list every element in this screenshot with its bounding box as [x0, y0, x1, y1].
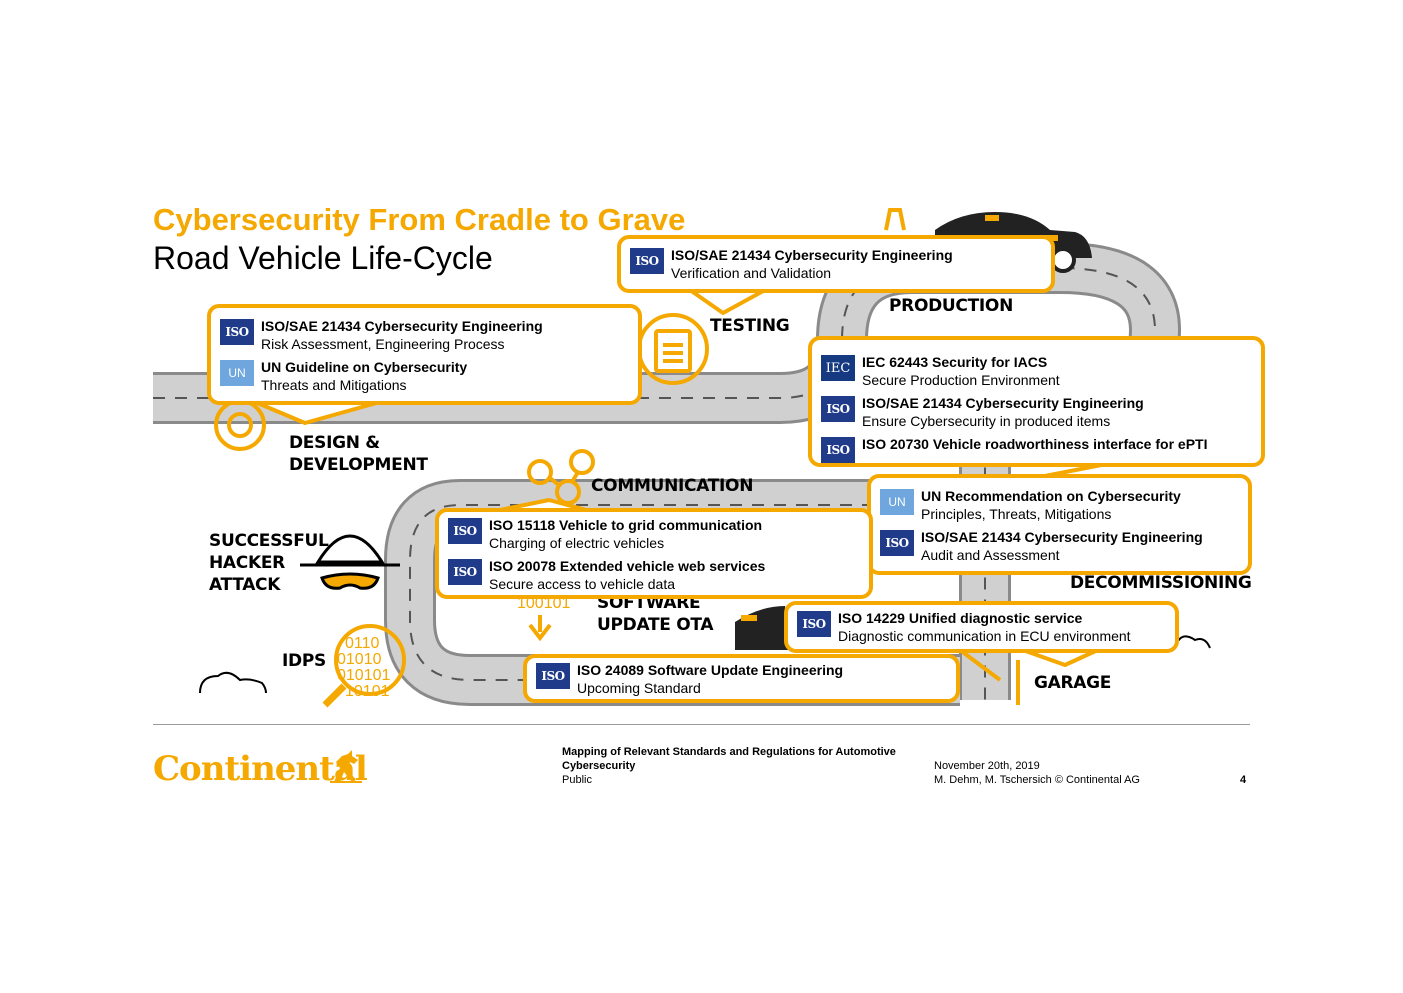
callout-decommissioning: UN UN Recommendation on Cybersecurity Pr… [867, 474, 1252, 575]
standard-title: ISO 15118 Vehicle to grid communication [489, 517, 763, 533]
stage-label-hacker-line3: ATTACK [209, 575, 281, 595]
iso-logo-icon: ISO [821, 437, 855, 463]
standard-description: Upcoming Standard [577, 680, 701, 696]
un-logo-icon: UN [880, 489, 914, 515]
iso-logo-icon: ISO [821, 396, 855, 422]
hacker-icon [300, 534, 400, 590]
standard-entry: IEC IEC 62443 Security for IACS Secure P… [821, 354, 1060, 389]
stage-label-hacker-line2: HACKER [209, 553, 285, 573]
stage-label-hacker-line1: SUCCESSFUL [209, 531, 329, 551]
download-arrow-icon [528, 615, 552, 642]
iso-logo-icon: ISO [536, 663, 570, 689]
standard-description: Charging of electric vehicles [489, 535, 665, 551]
standard-title: ISO 24089 Software Update Engineering [577, 662, 844, 678]
standard-entry: UN UN Guideline on Cybersecurity Threats… [220, 359, 467, 394]
callout-testing: ISO ISO/SAE 21434 Cybersecurity Engineer… [617, 235, 1055, 293]
stage-label-design-line2: DEVELOPMENT [289, 455, 428, 475]
footer-doc-title-line1: Mapping of Relevant Standards and Regula… [562, 746, 896, 758]
standard-description: Verification and Validation [671, 265, 832, 281]
stage-label-decommissioning: DECOMMISSIONING [1070, 573, 1252, 593]
standard-description: Audit and Assessment [921, 547, 1060, 563]
standard-title: UN Recommendation on Cybersecurity [921, 488, 1181, 504]
footer-authors: M. Dehm, M. Tschersich © Continental AG [934, 774, 1140, 786]
standard-title: ISO 20078 Extended vehicle web services [489, 558, 766, 574]
binary-text: 0110 [345, 635, 380, 652]
standard-title: ISO/SAE 21434 Cybersecurity Engineering [862, 395, 1144, 411]
standard-entry: ISO ISO 14229 Unified diagnostic service… [797, 610, 1131, 645]
stage-label-design: DESIGN & DEVELOPMENT [289, 432, 428, 476]
standard-entry: ISO ISO 24089 Software Update Engineerin… [536, 662, 843, 697]
standard-description: Ensure Cybersecurity in produced items [862, 413, 1111, 429]
binary-text: 10101 [345, 683, 390, 700]
slide-title: Cybersecurity From Cradle to Grave [153, 202, 686, 237]
iso-logo-icon: ISO [220, 319, 254, 345]
un-logo-icon: UN [220, 360, 254, 386]
horse-logo-icon [330, 750, 362, 783]
stage-label-idps: IDPS [282, 651, 326, 671]
standard-title: ISO/SAE 21434 Cybersecurity Engineering [671, 247, 953, 263]
binary-text: 010101 [337, 667, 390, 684]
standard-title: ISO 14229 Unified diagnostic service [838, 610, 1083, 626]
standard-description: Diagnostic communication in ECU environm… [838, 628, 1131, 644]
callout-software-update: ISO ISO 24089 Software Update Engineerin… [523, 654, 960, 703]
stage-label-design-line1: DESIGN & [289, 433, 380, 453]
iso-logo-icon: ISO [797, 611, 831, 637]
callout-communication: ISO ISO 15118 Vehicle to grid communicat… [435, 508, 873, 599]
standard-title: ISO/SAE 21434 Cybersecurity Engineering [921, 529, 1203, 545]
standard-title: IEC 62443 Security for IACS [862, 354, 1048, 370]
footer-doc-title-line2: Cybersecurity [562, 760, 636, 772]
standard-entry: ISO ISO 20078 Extended vehicle web servi… [448, 558, 765, 593]
garage-car-icon [735, 606, 790, 650]
iso-logo-icon: ISO [448, 559, 482, 585]
iec-logo-icon: IEC [821, 355, 855, 381]
iso-logo-icon: ISO [448, 518, 482, 544]
standard-description: Secure Production Environment [862, 372, 1060, 388]
stage-label-hacker: SUCCESSFUL HACKER ATTACK [209, 530, 329, 596]
standard-entry: ISO ISO/SAE 21434 Cybersecurity Engineer… [220, 318, 543, 353]
tower-icon [884, 208, 906, 231]
idps-magnifier-icon: 0110 01010 010101 10101 [322, 624, 406, 708]
standard-description: Principles, Threats, Mitigations [921, 506, 1112, 522]
standard-entry: ISO ISO/SAE 21434 Cybersecurity Engineer… [880, 529, 1203, 564]
standard-description: Threats and Mitigations [261, 377, 407, 393]
communication-network-icon [527, 449, 595, 505]
stage-label-production: PRODUCTION [889, 296, 1013, 316]
footer-page-number: 4 [1240, 774, 1247, 786]
standard-title: ISO 20730 Vehicle roadworthiness interfa… [862, 436, 1208, 452]
standard-title: UN Guideline on Cybersecurity [261, 359, 468, 375]
footer-classification: Public [562, 774, 592, 786]
standard-title: ISO/SAE 21434 Cybersecurity Engineering [261, 318, 543, 334]
standard-entry: UN UN Recommendation on Cybersecurity Pr… [880, 488, 1181, 523]
iso-logo-icon: ISO [630, 248, 664, 274]
testing-clipboard-icon [637, 313, 709, 385]
standard-description: Risk Assessment, Engineering Process [261, 336, 505, 352]
binary-text: 100101 [517, 595, 570, 612]
footer-date: November 20th, 2019 [934, 760, 1040, 772]
stage-label-testing: TESTING [710, 316, 790, 336]
binary-text: 01010 [337, 651, 382, 668]
standard-description: Secure access to vehicle data [489, 576, 675, 592]
standard-entry: ISO ISO/SAE 21434 Cybersecurity Engineer… [630, 247, 953, 282]
garage-lift-icon [958, 648, 1020, 705]
callout-garage: ISO ISO 14229 Unified diagnostic service… [784, 601, 1179, 653]
stage-label-communication: COMMUNICATION [591, 476, 754, 496]
standard-entry: ISO ISO 20730 Vehicle roadworthiness int… [821, 436, 1207, 463]
slide-subtitle: Road Vehicle Life-Cycle [153, 240, 493, 276]
callout-production: IEC IEC 62443 Security for IACS Secure P… [808, 336, 1265, 467]
footer-divider [153, 724, 1250, 725]
iso-logo-icon: ISO [880, 530, 914, 556]
standard-entry: ISO ISO/SAE 21434 Cybersecurity Engineer… [821, 395, 1144, 430]
callout-design: ISO ISO/SAE 21434 Cybersecurity Engineer… [207, 304, 642, 405]
stage-label-garage: GARAGE [1034, 673, 1112, 693]
stage-label-software-line2: UPDATE OTA [597, 615, 714, 635]
standard-entry: ISO ISO 15118 Vehicle to grid communicat… [448, 517, 762, 552]
